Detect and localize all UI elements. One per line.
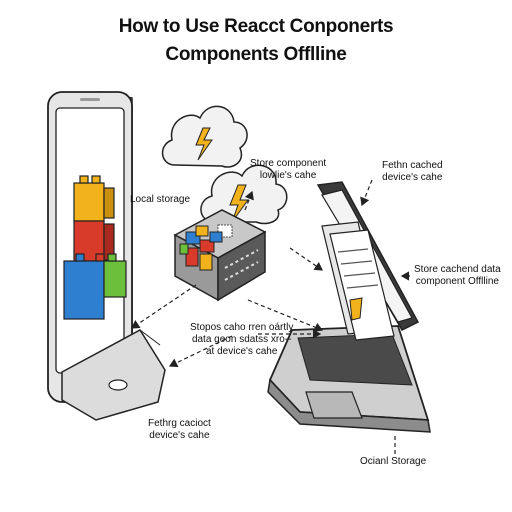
phone-base-icon (61, 329, 166, 421)
component-blocks-icon (63, 175, 127, 320)
label-store-cached-data: Store cachend data component Offlline (414, 264, 501, 287)
storage-cube-icon (173, 209, 267, 302)
label-stores-cache: Stopos caho rren oártly data geon sdatss… (190, 322, 294, 357)
cloud-lightning-icon-2 (200, 164, 288, 225)
flow-arrows (131, 179, 410, 455)
document-stack-icon (321, 221, 395, 341)
label-store-component: Store component lowlie's cahe (250, 158, 327, 181)
title-line-2: Components Offlline (165, 44, 347, 65)
label-ociani-storage: Ocianl Storage (360, 456, 427, 467)
label-fetch-cached-top: Fethn cached device's cahe (382, 160, 443, 183)
label-local-storage: Local storage (130, 194, 191, 205)
title-line-1: How to Use Reacct Conponerts (118, 16, 394, 37)
cloud-lightning-icon (161, 105, 248, 168)
label-fetch-cached-bottom: Fethrg cacioct device's cahe (148, 418, 211, 441)
